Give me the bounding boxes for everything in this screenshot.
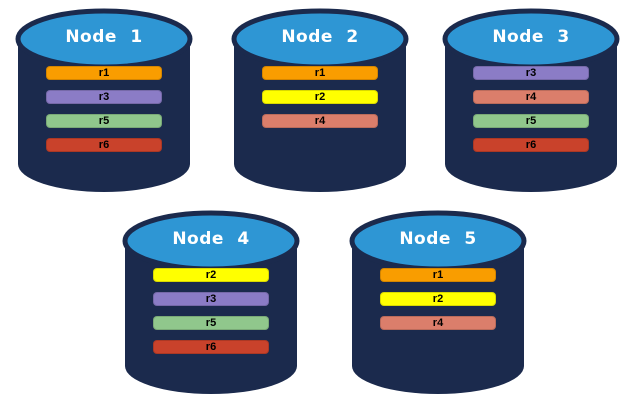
- replica-bar-r3: r3: [153, 292, 269, 306]
- db-node-5: Node 5 r1 r2 r4: [345, 208, 531, 398]
- replica-bar-r5: r5: [153, 316, 269, 330]
- replica-bar-r6: r6: [153, 340, 269, 354]
- replica-bar-r2: r2: [262, 90, 378, 104]
- replica-bar-r4: r4: [473, 90, 589, 104]
- replica-list: r3 r4 r5 r6: [438, 66, 624, 152]
- replica-bar-r5: r5: [473, 114, 589, 128]
- node-title: Node 4: [172, 229, 250, 249]
- replica-bar-r6: r6: [46, 138, 162, 152]
- replica-bar-r4: r4: [262, 114, 378, 128]
- replica-bar-r3: r3: [46, 90, 162, 104]
- node-title: Node 1: [65, 27, 143, 47]
- replica-bar-r4: r4: [380, 316, 496, 330]
- replica-list: r2 r3 r5 r6: [118, 268, 304, 354]
- replica-list: r1 r3 r5 r6: [11, 66, 197, 152]
- db-node-1: Node 1 r1 r3 r5 r6: [11, 6, 197, 196]
- replica-bar-r3: r3: [473, 66, 589, 80]
- db-node-3: Node 3 r3 r4 r5 r6: [438, 6, 624, 196]
- replica-bar-r1: r1: [380, 268, 496, 282]
- replica-list: r1 r2 r4: [345, 268, 531, 330]
- replica-bar-r1: r1: [46, 66, 162, 80]
- replica-bar-r6: r6: [473, 138, 589, 152]
- node-title: Node 3: [492, 27, 570, 47]
- replica-bar-r1: r1: [262, 66, 378, 80]
- db-node-2: Node 2 r1 r2 r4: [227, 6, 413, 196]
- replica-bar-r5: r5: [46, 114, 162, 128]
- replica-list: r1 r2 r4: [227, 66, 413, 128]
- node-title: Node 5: [399, 229, 477, 249]
- node-title: Node 2: [281, 27, 359, 47]
- db-node-4: Node 4 r2 r3 r5 r6: [118, 208, 304, 398]
- replica-bar-r2: r2: [380, 292, 496, 306]
- replica-bar-r2: r2: [153, 268, 269, 282]
